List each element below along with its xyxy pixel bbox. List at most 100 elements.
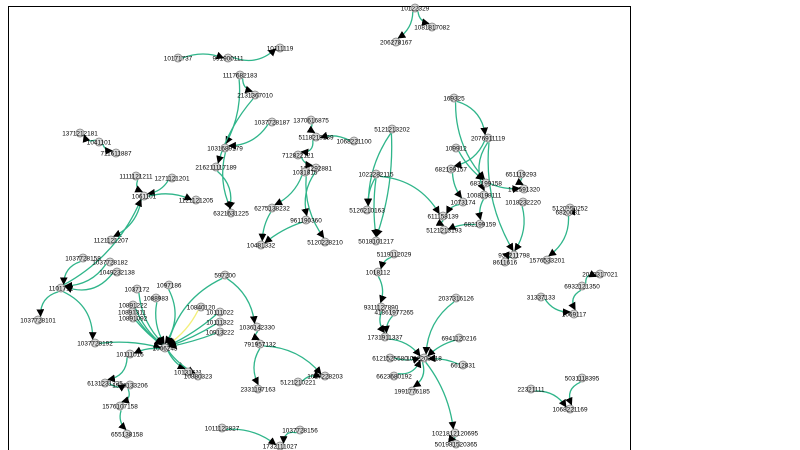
node-circle[interactable] <box>362 205 372 215</box>
graph-node[interactable]: 1111121211 <box>119 171 153 181</box>
node-circle[interactable] <box>215 317 225 327</box>
node-circle[interactable] <box>479 190 489 200</box>
graph-node[interactable]: 651119293 <box>505 169 537 179</box>
node-circle[interactable] <box>306 115 316 125</box>
node-circle[interactable] <box>371 169 381 179</box>
graph-node[interactable]: 711611887 <box>100 148 132 158</box>
graph-node[interactable]: 1073174 <box>451 197 476 207</box>
graph-node[interactable]: 10111016 <box>116 349 144 359</box>
node-circle[interactable] <box>183 367 193 377</box>
node-circle[interactable] <box>56 283 66 293</box>
graph-node[interactable]: 1371212181 <box>62 128 98 138</box>
graph-node[interactable]: 2039317021 <box>582 269 618 279</box>
node-circle[interactable] <box>380 332 390 342</box>
node-circle[interactable] <box>196 302 206 312</box>
node-circle[interactable] <box>311 132 321 142</box>
graph-node[interactable]: 1031815 <box>293 167 318 177</box>
node-circle[interactable] <box>419 353 429 363</box>
node-circle[interactable] <box>518 197 528 207</box>
graph-node[interactable]: 1037728101 <box>20 315 56 325</box>
graph-node[interactable]: 1068221169 <box>552 404 588 414</box>
node-circle[interactable] <box>223 53 233 63</box>
graph-node[interactable]: 1017228203 <box>307 371 343 381</box>
graph-node[interactable]: 683199158 <box>470 178 502 188</box>
node-circle[interactable] <box>438 211 448 221</box>
node-circle[interactable] <box>131 171 141 181</box>
graph-node[interactable]: 791957132 <box>244 339 276 349</box>
node-circle[interactable] <box>122 429 132 439</box>
graph-node[interactable]: 6623680192 <box>376 371 412 381</box>
graph-node[interactable]: 10111022 <box>206 307 234 317</box>
node-circle[interactable] <box>125 380 135 390</box>
node-circle[interactable] <box>295 425 305 435</box>
node-circle[interactable] <box>458 197 468 207</box>
graph-node[interactable]: 931211798 <box>498 250 530 260</box>
graph-node[interactable]: 10122329 <box>401 3 430 13</box>
node-circle[interactable] <box>376 302 386 312</box>
node-circle[interactable] <box>217 423 227 433</box>
node-circle[interactable] <box>226 208 236 218</box>
node-circle[interactable] <box>301 215 311 225</box>
node-circle[interactable] <box>252 322 262 332</box>
node-circle[interactable] <box>410 3 420 13</box>
node-circle[interactable] <box>275 441 285 450</box>
node-circle[interactable] <box>389 307 399 317</box>
graph-node[interactable]: 1049232138 <box>99 267 135 277</box>
graph-node[interactable]: 1069117 <box>562 309 587 319</box>
node-circle[interactable] <box>255 339 265 349</box>
graph-node[interactable]: 6932121350 <box>564 281 600 291</box>
graph-node[interactable]: 1011122827 <box>205 423 240 433</box>
graph-node[interactable]: 169325 <box>443 93 465 103</box>
graph-node[interactable]: 1037728158 <box>65 253 101 263</box>
graph-node[interactable]: 2331197163 <box>240 384 276 394</box>
node-circle[interactable] <box>483 133 493 143</box>
node-circle[interactable] <box>100 378 110 388</box>
node-circle[interactable] <box>132 284 142 294</box>
graph-node[interactable]: 1097186 <box>157 280 182 290</box>
node-circle[interactable] <box>519 184 529 194</box>
graph-node[interactable]: 1991776185 <box>394 386 430 396</box>
node-circle[interactable] <box>385 353 395 363</box>
node-circle[interactable] <box>320 237 330 247</box>
graph-node[interactable]: 1037728182 <box>92 257 128 267</box>
node-circle[interactable] <box>128 313 138 323</box>
node-circle[interactable] <box>371 236 381 246</box>
node-circle[interactable] <box>391 37 401 47</box>
node-circle[interactable] <box>139 191 149 201</box>
graph-node[interactable]: 712822121 <box>282 150 314 160</box>
graph-node[interactable]: 109912 <box>445 143 467 153</box>
graph-node[interactable]: 6321631225 <box>213 208 249 218</box>
node-circle[interactable] <box>167 173 177 183</box>
node-circle[interactable] <box>275 43 285 53</box>
node-circle[interactable] <box>311 163 321 173</box>
graph-node[interactable]: 1117682183 <box>223 70 258 80</box>
node-circle[interactable] <box>536 292 546 302</box>
node-circle[interactable] <box>250 90 260 100</box>
node-circle[interactable] <box>427 22 437 32</box>
node-circle[interactable] <box>349 136 359 146</box>
node-circle[interactable] <box>33 315 43 325</box>
graph-node[interactable]: 10131611 <box>174 367 202 377</box>
graph-node[interactable]: 5121213193 <box>426 225 462 235</box>
node-circle[interactable] <box>542 255 552 265</box>
node-circle[interactable] <box>577 281 587 291</box>
node-circle[interactable] <box>78 253 88 263</box>
node-circle[interactable] <box>125 349 135 359</box>
node-circle[interactable] <box>458 360 468 370</box>
node-circle[interactable] <box>193 371 203 381</box>
graph-node[interactable]: 1018112 <box>366 267 391 277</box>
graph-node[interactable]: 1006245 <box>153 343 178 353</box>
node-circle[interactable] <box>373 267 383 277</box>
graph-node[interactable]: 5119112029 <box>377 249 412 259</box>
graph-node[interactable]: 5121210221 <box>280 377 316 387</box>
graph-node[interactable]: 9311127890 <box>364 302 399 312</box>
node-circle[interactable] <box>389 371 399 381</box>
node-circle[interactable] <box>481 178 491 188</box>
graph-node[interactable]: 5121213202 <box>374 124 410 134</box>
node-circle[interactable] <box>454 333 464 343</box>
graph-node[interactable]: 1081817082 <box>414 22 450 32</box>
graph-node[interactable]: 1121121207 <box>94 235 129 245</box>
graph-node[interactable]: 682199159 <box>464 219 496 229</box>
node-circle[interactable] <box>111 148 121 158</box>
graph-node[interactable]: 1121121205 <box>179 195 214 205</box>
